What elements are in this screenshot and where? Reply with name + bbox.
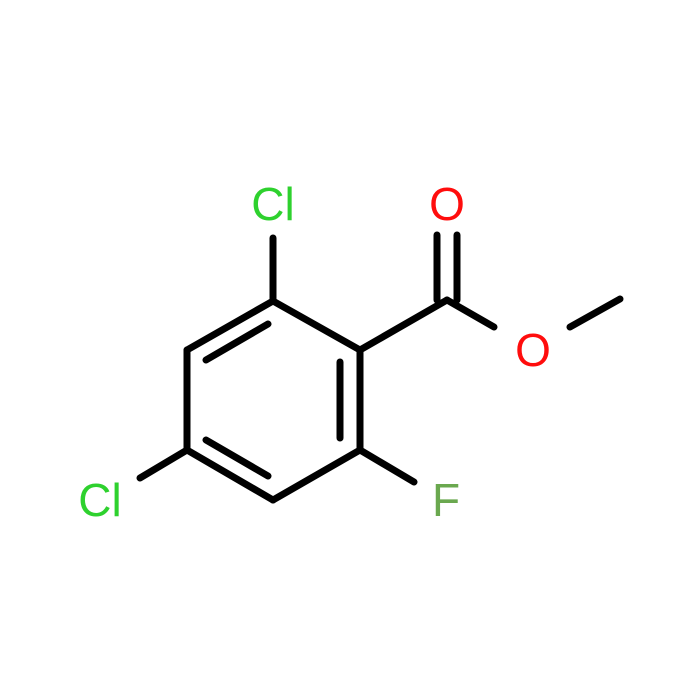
bond-ester-o-methyl xyxy=(566,295,624,331)
bond-ring-c3-c4 xyxy=(183,446,277,504)
bond-c6-carbonyl-c xyxy=(356,296,451,354)
bond-ring-c1-c2 xyxy=(183,297,277,354)
bond-c3-cl xyxy=(136,446,191,482)
bond-ring-c4-c5 xyxy=(269,446,364,504)
atom-label-cl-top: Cl xyxy=(251,178,294,230)
bond-c5-f xyxy=(356,446,418,486)
atom-label-o-ester: O xyxy=(515,324,551,376)
atom-label-f: F xyxy=(432,474,460,526)
bond-ring-c6-c1 xyxy=(269,297,364,354)
atom-label-cl-left: Cl xyxy=(78,474,121,526)
bond-carbonyl-c-ester-o xyxy=(443,296,498,331)
bond-ring-inner-c1-c2 xyxy=(202,320,272,364)
bond-ring-inner-c3-c4 xyxy=(202,436,272,480)
atom-label-o-carbonyl: O xyxy=(429,178,465,230)
